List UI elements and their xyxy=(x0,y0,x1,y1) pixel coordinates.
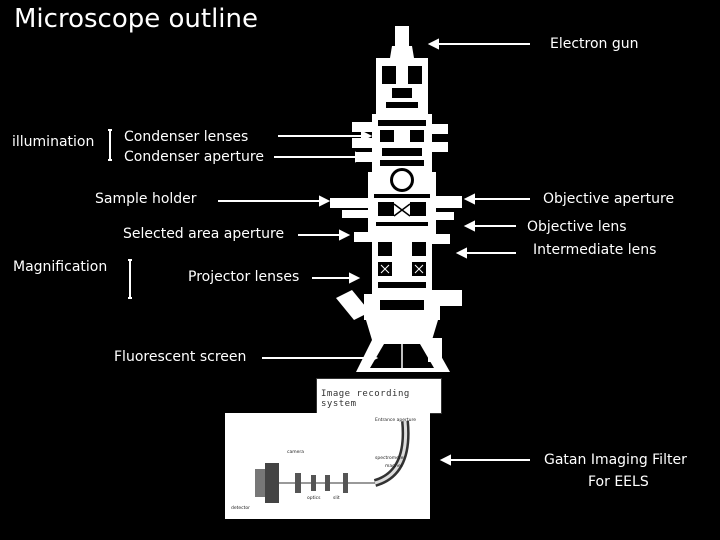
condenser-drawing xyxy=(352,114,448,172)
label-fluorescent-screen: Fluorescent screen xyxy=(114,349,247,365)
right-arrows xyxy=(427,38,530,466)
filter-drawing xyxy=(255,420,410,503)
illumination-bracket xyxy=(108,129,112,161)
label-intermediate-lens: Intermediate lens xyxy=(533,242,657,258)
label-electron-gun: Electron gun xyxy=(550,36,639,52)
image-recording-system: Image recording system xyxy=(316,378,442,414)
label-condenser-aperture: Condenser aperture xyxy=(124,149,264,165)
label-illumination: illumination xyxy=(12,134,95,150)
label-projector-lenses: Projector lenses xyxy=(188,269,300,285)
label-gatan-filter-line2: For EELS xyxy=(588,474,649,490)
filter-label-spectrometer: spectrometer xyxy=(375,456,406,461)
label-selected-area-aperture: Selected area aperture xyxy=(123,226,285,242)
filter-label-detector: detector xyxy=(231,506,250,511)
filter-label-optics: optics xyxy=(307,496,321,501)
label-gatan-filter-line1: Gatan Imaging Filter xyxy=(544,452,687,468)
recording-system-label: Image recording system xyxy=(321,389,410,409)
projection-chamber-drawing xyxy=(356,294,450,372)
label-condenser-lenses: Condenser lenses xyxy=(124,129,249,145)
filter-label-camera: camera xyxy=(287,450,304,455)
projector-drawing xyxy=(354,232,450,294)
filter-label-slit: slit xyxy=(333,496,340,501)
left-arrows xyxy=(218,130,379,364)
label-sample-holder: Sample holder xyxy=(95,191,197,207)
electron-gun-drawing xyxy=(376,26,428,114)
magnification-bracket xyxy=(128,259,132,299)
label-magnification: Magnification xyxy=(13,259,108,275)
filter-label-entrance: Entrance aperture xyxy=(375,418,416,423)
page-title: Microscope outline xyxy=(14,4,258,34)
label-objective-lens: Objective lens xyxy=(527,219,627,235)
gatan-filter-schematic: Entrance aperture camera spectrometer ma… xyxy=(225,413,430,519)
objective-drawing xyxy=(330,168,462,236)
label-objective-aperture: Objective aperture xyxy=(543,191,675,207)
filter-label-magnet: magnet xyxy=(385,464,403,469)
